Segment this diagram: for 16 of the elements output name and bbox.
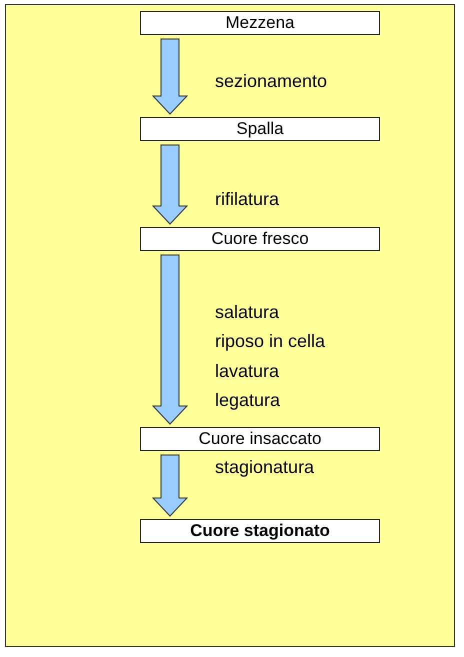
step-label: salatura (215, 302, 280, 322)
step-label: lavatura (215, 361, 280, 381)
process-box: Cuore insaccato (140, 427, 380, 451)
edge-label: rifilatura (215, 189, 280, 209)
process-box: Cuore stagionato (140, 519, 380, 543)
process-box: Spalla (140, 117, 380, 141)
step-label: riposo in cella (215, 331, 326, 351)
block-arrow (152, 254, 188, 425)
edge-label: sezionamento (215, 71, 328, 91)
process-box: Cuore fresco (140, 227, 380, 251)
step-label: legatura (215, 390, 280, 410)
process-box: Mezzena (140, 11, 380, 35)
block-arrow (152, 38, 188, 115)
edge-label: stagionatura (215, 457, 314, 477)
block-arrow (152, 144, 188, 225)
block-arrow (152, 454, 188, 517)
